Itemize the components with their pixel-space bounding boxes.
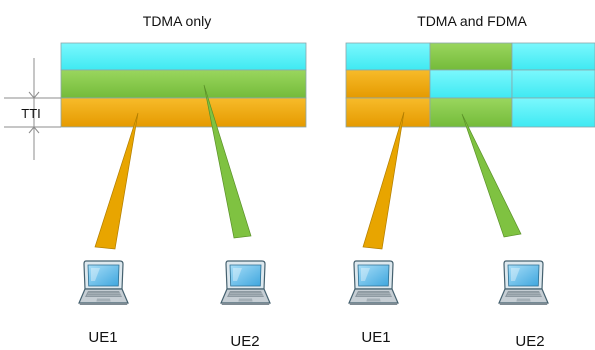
right-cell-r3c3 xyxy=(511,97,595,128)
laptop-icon xyxy=(220,260,271,306)
right-ue1-label: UE1 xyxy=(361,329,390,346)
left-row-1 xyxy=(60,42,307,71)
right-cell-r3c1 xyxy=(345,97,431,128)
left-ue1-label: UE1 xyxy=(88,329,117,346)
right-resource-grid xyxy=(345,42,595,128)
right-cell-r2c1 xyxy=(345,69,431,99)
laptop-icon xyxy=(498,260,549,306)
right-cell-r1c1 xyxy=(345,42,431,71)
laptop-icon xyxy=(78,260,129,306)
right-ue2-label: UE2 xyxy=(515,333,544,350)
right-panel-title: TDMA and FDMA xyxy=(417,13,527,29)
left-ue2-beam xyxy=(203,84,252,239)
right-cell-r1c3 xyxy=(511,42,595,71)
right-ue1-beam xyxy=(362,111,405,250)
left-resource-grid xyxy=(60,42,307,128)
left-row-3 xyxy=(60,97,307,128)
right-cell-r1c2 xyxy=(429,42,513,71)
left-panel-title: TDMA only xyxy=(143,13,211,29)
left-ue2-label: UE2 xyxy=(230,333,259,350)
tti-marker: TTI xyxy=(4,58,61,160)
left-panel: TDMA only TTI UE1 UE2 xyxy=(4,13,307,350)
right-cell-r2c2 xyxy=(429,69,513,99)
right-cell-r3c2 xyxy=(429,97,513,128)
right-ue2-beam xyxy=(461,113,522,238)
left-row-2 xyxy=(60,69,307,99)
right-panel: TDMA and FDMA UE1 UE2 xyxy=(345,13,595,350)
tti-label: TTI xyxy=(21,106,41,121)
left-ue1-beam xyxy=(94,112,139,250)
laptop-icon xyxy=(348,260,399,306)
right-cell-r2c3 xyxy=(511,69,595,99)
